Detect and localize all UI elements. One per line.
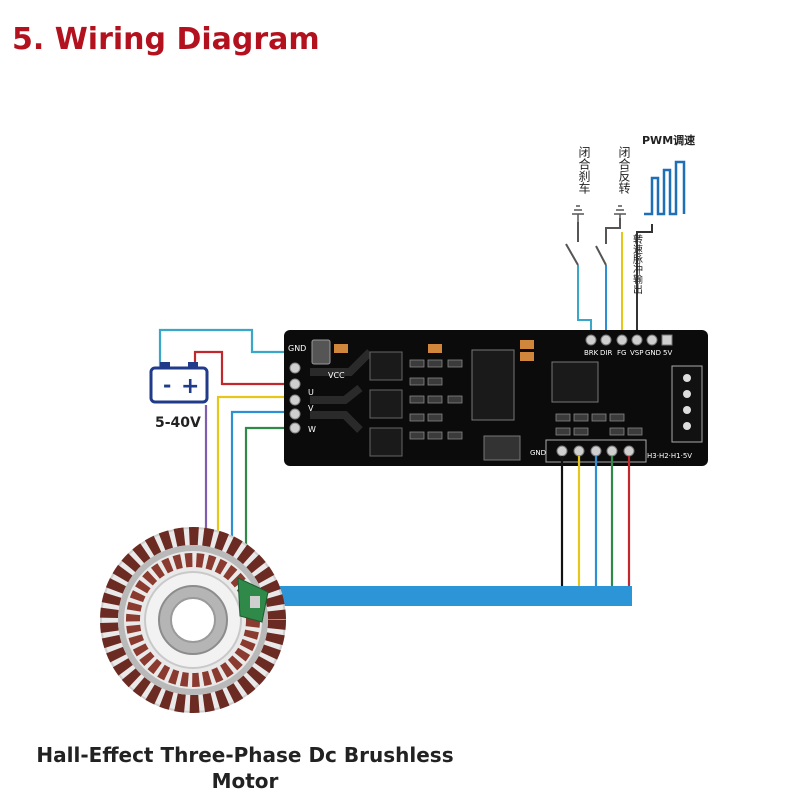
- voltage-label: 5-40V: [155, 415, 201, 431]
- pwm-label: PWM调速: [642, 133, 695, 147]
- pin-5v-label: 5V: [663, 349, 672, 357]
- controller-board: GND VCC U V W BRK DIR FG VSP GND 5V GND …: [284, 330, 708, 466]
- reverse-switch-top: [605, 218, 621, 244]
- hall-gnd-label: GND: [530, 449, 546, 457]
- wire-u-yellow: [216, 395, 290, 545]
- board-vcc-label: VCC: [328, 371, 345, 380]
- ground-icon-reverse: [614, 205, 626, 218]
- board-w-label: W: [308, 425, 316, 434]
- wire-brake: [577, 265, 592, 340]
- reverse-label: 闭合反转: [617, 146, 631, 194]
- battery-minus-sign: -: [163, 373, 171, 397]
- driver-ic: [471, 349, 515, 421]
- speed-pulse-label: 转速脉冲输出: [631, 233, 643, 294]
- bldc-motor-stator: [100, 527, 286, 713]
- pin-gnd-label: GND: [645, 349, 661, 357]
- wire-v-blue: [230, 410, 290, 560]
- pin-fg-label: FG: [617, 349, 626, 357]
- pin-vsp-label: VSP: [630, 349, 643, 357]
- motor-label: Hall-Effect Three-Phase Dc Brushless Mot…: [36, 743, 454, 793]
- wire-w-green: [244, 426, 290, 580]
- wire-gnd-cyan: [158, 328, 288, 370]
- board-gnd-label: GND: [288, 344, 306, 353]
- battery-icon: - +: [149, 362, 209, 404]
- brake-switch-lever: [565, 243, 579, 266]
- hall-wires: [560, 456, 631, 588]
- board-v-label: V: [308, 404, 314, 413]
- reverse-switch-lever: [595, 245, 607, 266]
- pin-dir-label: DIR: [600, 349, 612, 357]
- mosfet-chips: [369, 351, 403, 457]
- hall-wire-bundle: [266, 586, 632, 606]
- ground-icon-brake: [572, 205, 584, 222]
- controller-ic: [551, 361, 599, 403]
- battery-plus-sign: +: [181, 374, 199, 399]
- wire-vsp: [636, 224, 653, 340]
- hall-pins-label: H3·H2·H1·5V: [647, 452, 692, 460]
- page-title: 5. Wiring Diagram: [12, 22, 320, 57]
- pwm-waveform-icon: [644, 160, 686, 216]
- brake-label: 闭合刹车: [577, 146, 591, 195]
- pin-brk-label: BRK: [584, 349, 599, 357]
- wire-vcc-red: [193, 350, 290, 386]
- board-u-label: U: [308, 388, 314, 397]
